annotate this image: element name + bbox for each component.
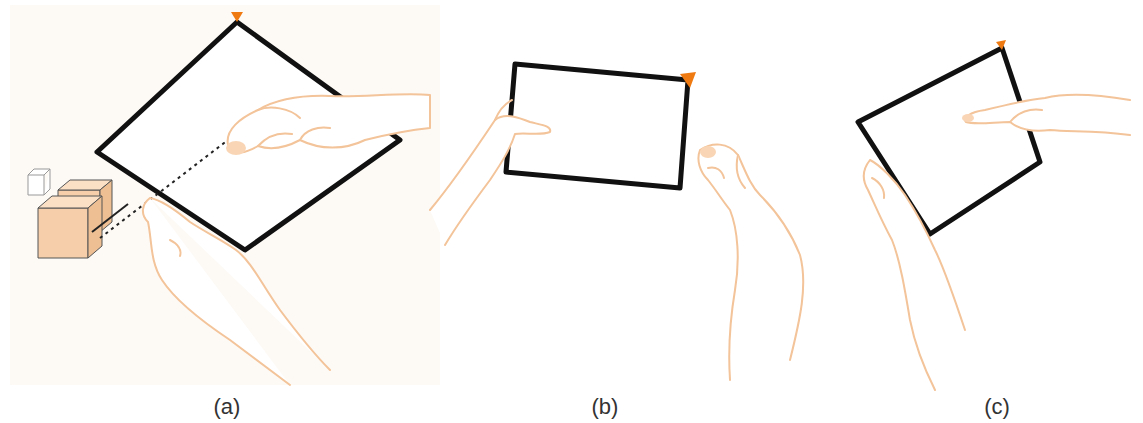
- panel-label: (b): [592, 394, 619, 420]
- hand: [962, 95, 1130, 135]
- hand: [430, 100, 550, 245]
- ray-line: [92, 204, 128, 232]
- panel-ground: [10, 5, 440, 385]
- orientation-marker: [996, 40, 1006, 50]
- hand: [226, 94, 430, 155]
- orientation-marker: [680, 72, 696, 88]
- panel-label: (a): [214, 394, 241, 420]
- hand: [698, 145, 803, 380]
- hand: [864, 160, 965, 390]
- tablet: [858, 48, 1040, 234]
- cube-group: [28, 169, 112, 258]
- hand: [143, 198, 330, 385]
- orientation-marker: [231, 12, 243, 22]
- panel-label: (c): [984, 394, 1010, 420]
